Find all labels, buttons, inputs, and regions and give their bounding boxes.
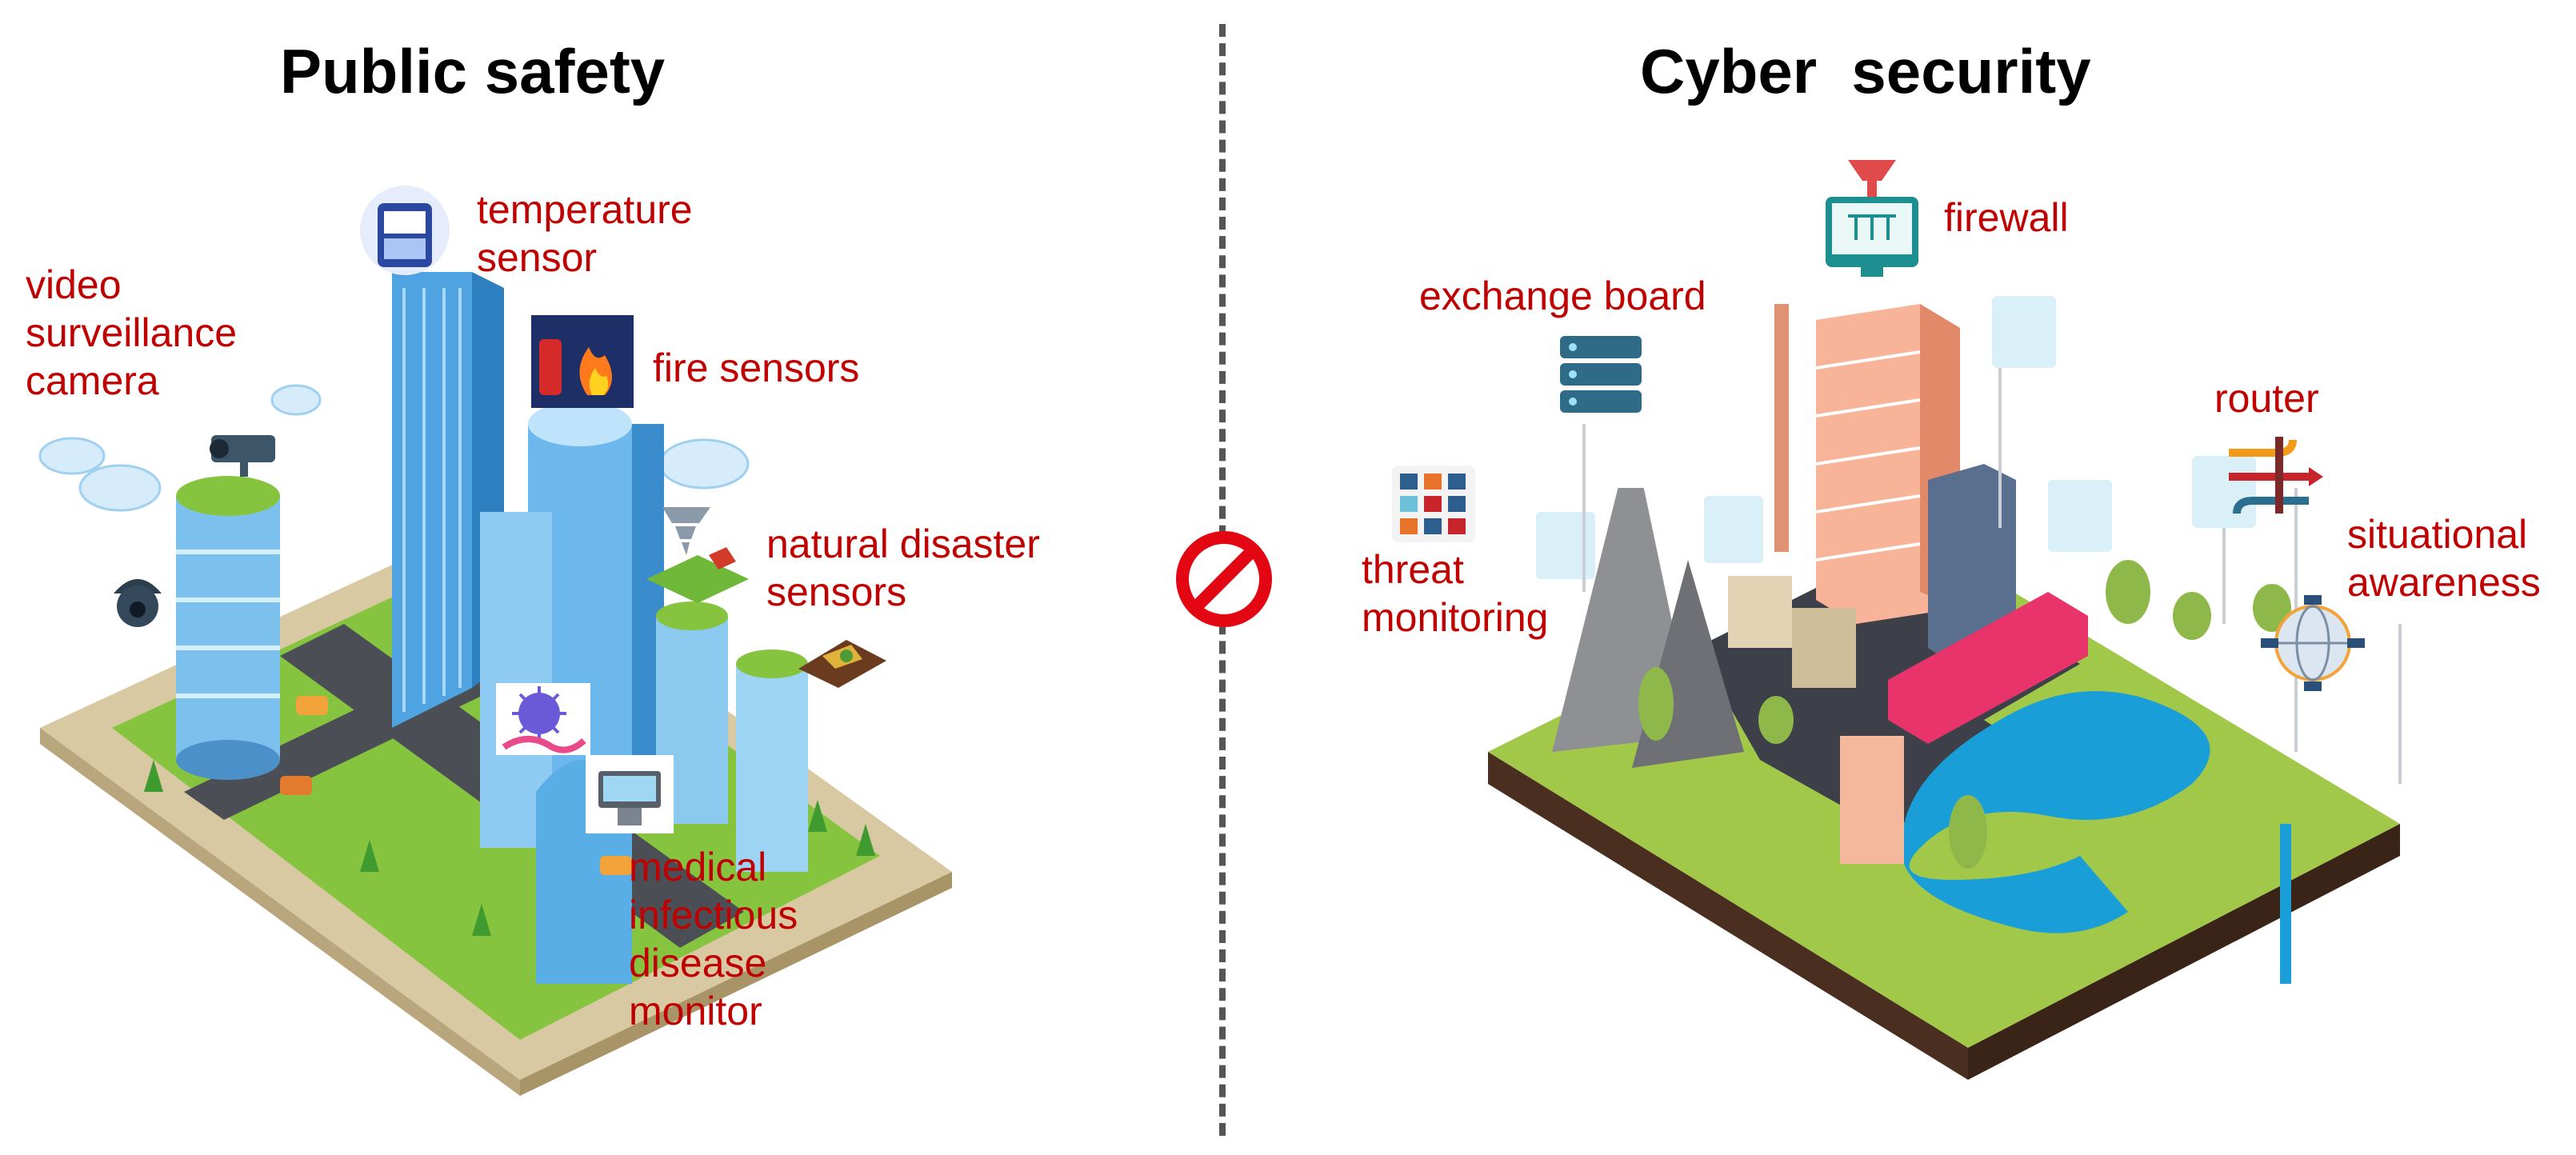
router-icon	[2229, 437, 2323, 514]
temperature-sensor-label: temperature sensor	[477, 187, 693, 280]
server-stack-icon	[1560, 336, 1642, 413]
router-label: router	[2214, 376, 2319, 421]
threat-monitoring-label: threat monitoring	[1362, 547, 1549, 640]
left-panel-title: Public safety	[280, 36, 666, 106]
firewall-label: firewall	[1944, 195, 2069, 240]
cylinder-tower	[176, 476, 280, 780]
cctv-camera-icon	[210, 435, 275, 477]
globe-network-icon	[2261, 595, 2365, 691]
natural-disaster-sensors-label: natural disaster sensors	[766, 522, 1040, 614]
fire-sensors-label: fire sensors	[653, 346, 860, 390]
dome-camera-icon	[114, 579, 162, 627]
firewall-icon	[1826, 160, 1918, 277]
virus-icon	[496, 683, 590, 755]
smart-city-illustration	[38, 272, 952, 1096]
lab-monitor-icon	[586, 755, 674, 833]
threat-grid-icon	[1392, 466, 1475, 542]
exchange-board-label: exchange board	[1419, 274, 1706, 318]
landslide-icon	[798, 640, 886, 688]
medical-infectious-disease-monitor-label: medical infectious disease monitor	[629, 845, 798, 1033]
right-panel-title: Cyber security	[1640, 36, 2091, 106]
river	[1902, 691, 2210, 933]
video-surveillance-camera-label: video surveillance camera	[26, 262, 238, 403]
situational-awareness-label: situational awareness	[2347, 512, 2541, 605]
no-symbol-icon	[1176, 531, 1272, 627]
fire-icon	[531, 315, 634, 408]
thermometer-icon	[360, 186, 450, 275]
tornado-icon	[646, 507, 749, 603]
